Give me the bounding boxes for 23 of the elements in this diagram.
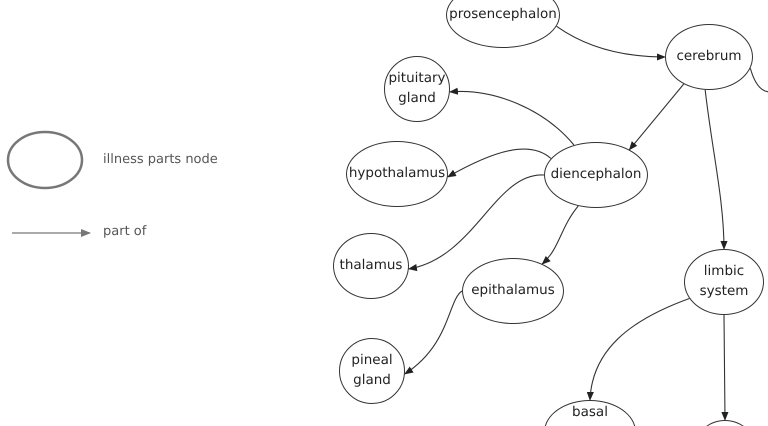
node-label: pituitary gland xyxy=(388,69,446,108)
node-label: thalamus xyxy=(340,256,402,276)
arrow xyxy=(721,315,729,421)
arrow xyxy=(542,206,579,265)
node-label: limbic system xyxy=(698,262,750,301)
node-label: basal xyxy=(572,403,608,422)
node-label: prosencephalon xyxy=(449,5,557,24)
arrow xyxy=(448,88,574,146)
node-label: cerebrum xyxy=(676,47,742,66)
arrow xyxy=(447,148,552,178)
legend-label: part of xyxy=(103,224,146,239)
node-label: hypothalamus xyxy=(348,164,446,184)
arrow xyxy=(704,90,728,250)
arrow xyxy=(628,84,684,150)
arrow xyxy=(408,174,544,270)
arrow xyxy=(556,26,666,60)
legend-label: illness parts node xyxy=(103,152,218,167)
node-label: pineal gland xyxy=(350,351,394,390)
arrow xyxy=(587,298,690,401)
node-label: epithalamus xyxy=(471,281,555,300)
arrow xyxy=(404,290,462,374)
connector-line xyxy=(750,68,768,93)
node-label: diencephalon xyxy=(550,165,642,184)
